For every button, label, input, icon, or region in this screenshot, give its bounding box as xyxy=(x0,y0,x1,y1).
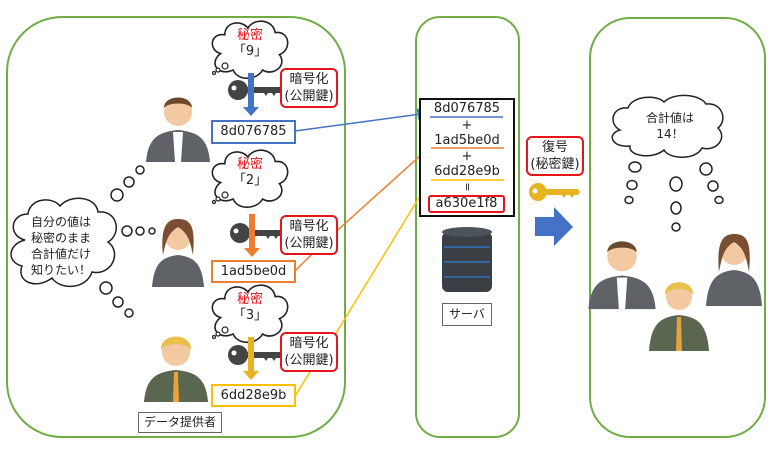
secret-1: 秘密「9」 xyxy=(225,28,275,59)
secret-label: 秘密 xyxy=(236,28,263,43)
decrypt-label: 復号(秘密鍵) xyxy=(526,136,584,176)
result-cloud xyxy=(611,94,724,158)
provider-panel xyxy=(6,16,346,438)
encrypt-step-2 xyxy=(230,214,286,257)
secret-label: 秘密 xyxy=(236,292,263,307)
plus-sign: + xyxy=(461,118,473,133)
encrypted-sum: a630e1f8 xyxy=(428,195,505,213)
provider-label: データ提供者 xyxy=(138,412,222,433)
recipient-person-2 xyxy=(649,282,709,351)
gold-key-icon xyxy=(529,183,580,201)
provider-person-1 xyxy=(146,97,210,162)
secret-3: 秘密「3」 xyxy=(225,292,275,323)
equals-sign: = xyxy=(461,182,474,192)
sum-term-3: 6dd28e9b xyxy=(434,164,500,179)
encrypt-step-1 xyxy=(228,73,284,116)
secret-label: 秘密 xyxy=(236,157,263,172)
sum-term-1: 8d076785 xyxy=(433,101,501,116)
secret-2: 秘密「2」 xyxy=(225,157,275,188)
decrypt-arrow-icon xyxy=(535,207,573,246)
provider-person-3 xyxy=(144,336,208,402)
secret-value: 「2」 xyxy=(232,172,268,188)
wish-cloud xyxy=(10,197,118,287)
ciphertext-3: 6dd28e9b xyxy=(211,384,296,407)
ciphertext-2: 1ad5be0d xyxy=(211,260,296,283)
sum-term-2: 1ad5be0d xyxy=(434,133,500,148)
plus-sign: + xyxy=(461,149,473,164)
encrypt-label-3: 暗号化(公開鍵) xyxy=(280,332,338,372)
secret-value: 「3」 xyxy=(232,307,268,323)
encrypt-label-1: 暗号化(公開鍵) xyxy=(280,68,338,108)
ciphertext-1: 8d076785 xyxy=(211,120,296,144)
wish-text: 自分の値は秘密のまま合計値だけ知りたい！ xyxy=(30,215,91,277)
provider-person-2 xyxy=(152,219,204,287)
encrypt-label-2: 暗号化(公開鍵) xyxy=(280,215,338,255)
recipient-panel xyxy=(589,17,766,438)
recipient-person-1 xyxy=(588,241,656,310)
server-panel xyxy=(415,16,520,438)
encrypt-step-3 xyxy=(228,337,284,380)
secret-value: 「9」 xyxy=(232,43,268,59)
recipient-person-3 xyxy=(706,234,762,306)
blue-connector xyxy=(294,108,430,132)
database-icon xyxy=(442,227,492,292)
server-label: サーバ xyxy=(442,303,492,326)
